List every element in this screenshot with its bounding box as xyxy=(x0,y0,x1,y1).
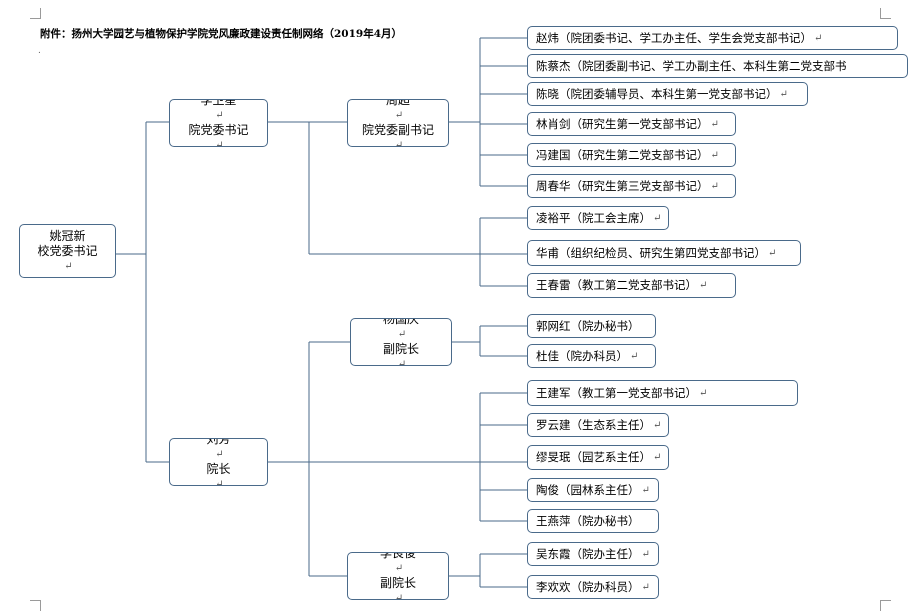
list-item: 郭网红（院办秘书） xyxy=(527,314,656,338)
dean-role: 院长 xyxy=(206,462,231,476)
return-mark: ↵ xyxy=(394,140,404,147)
item-text: 王建军（教工第一党支部书记） xyxy=(536,385,697,400)
list-item: 冯建国（研究生第二党支部书记）↵ xyxy=(527,143,736,167)
item-text: 吴东霞（院办主任） xyxy=(536,546,640,561)
return-mark: ↵ xyxy=(64,260,73,272)
page-corner-mark xyxy=(30,600,41,611)
item-text: 陶俊（园林系主任） xyxy=(536,482,640,497)
item-text: 杜佳（院办科员） xyxy=(536,348,628,363)
return-mark: ↵ xyxy=(653,419,662,431)
item-text: 陈晓（院团委辅导员、本科生第一党支部书记） xyxy=(536,86,778,101)
list-item: 缪旻珉（园艺系主任）↵ xyxy=(527,445,669,470)
deputy-name: 周超 xyxy=(385,99,410,107)
item-text: 罗云建（生态系主任） xyxy=(536,417,651,432)
return-mark: ↵ xyxy=(215,449,224,460)
page-corner-mark xyxy=(30,8,41,19)
page-corner-mark xyxy=(880,8,891,19)
item-text: 王燕萍（院办秘书） xyxy=(536,513,640,528)
list-item: 杜佳（院办科员）↵ xyxy=(527,344,656,368)
return-mark: ↵ xyxy=(710,118,719,130)
paragraph-mark: . xyxy=(38,46,41,56)
list-item: 陈蔡杰（院团委副书记、学工办副主任、本科生第二党支部书 xyxy=(527,54,908,78)
return-mark: ↵ xyxy=(699,280,708,291)
item-text: 冯建国（研究生第二党支部书记） xyxy=(536,147,709,162)
item-text: 华甫（组织纪检员、研究生第四党支部书记） xyxy=(536,245,766,260)
vice-dean-2-role: 副院长 xyxy=(379,576,416,590)
return-mark: ↵ xyxy=(768,247,777,259)
root-role: 校党委书记 xyxy=(37,243,98,258)
node-secretary: 李卫星 ↵ 院党委书记 ↵ xyxy=(169,99,268,147)
return-mark: ↵ xyxy=(394,563,404,574)
list-item: 李欢欢（院办科员）↵ xyxy=(527,575,659,599)
page-corner-mark xyxy=(880,600,891,611)
return-mark: ↵ xyxy=(710,180,719,192)
root-name: 姚冠新 xyxy=(49,228,86,243)
document-title: 附件：扬州大学园艺与植物保护学院党风廉政建设责任制网络（2019年4月） xyxy=(40,28,403,40)
item-text: 王春雷（教工第二党支部书记） xyxy=(536,278,697,292)
list-item: 林肖剑（研究生第一党支部书记）↵ xyxy=(527,112,736,136)
item-text: 凌裕平（院工会主席） xyxy=(536,210,651,225)
return-mark: ↵ xyxy=(653,212,662,224)
return-mark: ↵ xyxy=(699,387,708,399)
return-mark: ↵ xyxy=(215,110,224,121)
item-text: 李欢欢（院办科员） xyxy=(536,579,640,594)
list-item: 罗云建（生态系主任）↵ xyxy=(527,413,669,437)
node-vice-dean-1: 杨国庆 ↵ 副院长 ↵ xyxy=(350,318,452,366)
list-item: 凌裕平（院工会主席）↵ xyxy=(527,206,669,230)
item-text: 郭网红（院办秘书） xyxy=(536,318,640,333)
item-text: 赵炜（院团委书记、学工办主任、学生会党支部书记） xyxy=(536,30,812,45)
vice-dean-1-role: 副院长 xyxy=(382,342,419,356)
return-mark: ↵ xyxy=(397,359,407,366)
vice-dean-2-name: 李良俊 xyxy=(379,552,416,560)
secretary-role: 院党委书记 xyxy=(188,123,249,137)
item-text: 缪旻珉（园艺系主任） xyxy=(536,450,651,464)
list-item: 吴东霞（院办主任）↵ xyxy=(527,542,659,566)
return-mark: ↵ xyxy=(710,149,719,161)
return-mark: ↵ xyxy=(630,350,639,362)
node-vice-dean-2: 李良俊 ↵ 副院长 ↵ xyxy=(347,552,449,600)
return-mark: ↵ xyxy=(641,484,650,496)
secretary-name: 李卫星 xyxy=(200,99,237,107)
deputy-role: 院党委副书记 xyxy=(361,123,434,137)
return-mark: ↵ xyxy=(779,88,788,100)
return-mark: ↵ xyxy=(394,110,404,121)
item-text: 林肖剑（研究生第一党支部书记） xyxy=(536,116,709,131)
return-mark: ↵ xyxy=(814,32,823,44)
return-mark: ↵ xyxy=(653,452,662,463)
return-mark: ↵ xyxy=(215,140,224,147)
node-deputy-secretary: 周超 ↵ 院党委副书记 ↵ xyxy=(347,99,449,147)
vice-dean-1-name: 杨国庆 xyxy=(382,318,419,326)
list-item: 陶俊（园林系主任）↵ xyxy=(527,478,659,502)
list-item: 周春华（研究生第三党支部书记）↵ xyxy=(527,174,736,198)
list-item: 陈晓（院团委辅导员、本科生第一党支部书记）↵ xyxy=(527,82,808,106)
node-root: 姚冠新 校党委书记 ↵ xyxy=(19,224,116,278)
return-mark: ↵ xyxy=(641,581,650,593)
dean-name: 刘芳 xyxy=(206,438,231,446)
list-item: 王建军（教工第一党支部书记）↵ xyxy=(527,380,798,406)
list-item: 华甫（组织纪检员、研究生第四党支部书记）↵ xyxy=(527,240,801,266)
return-mark: ↵ xyxy=(394,593,404,600)
return-mark: ↵ xyxy=(397,329,407,340)
list-item: 王春雷（教工第二党支部书记）↵ xyxy=(527,273,736,298)
list-item: 赵炜（院团委书记、学工办主任、学生会党支部书记）↵ xyxy=(527,26,898,50)
node-dean: 刘芳 ↵ 院长 ↵ xyxy=(169,438,268,486)
return-mark: ↵ xyxy=(215,479,224,486)
list-item: 王燕萍（院办秘书） xyxy=(527,509,659,533)
return-mark: ↵ xyxy=(641,548,650,560)
item-text: 周春华（研究生第三党支部书记） xyxy=(536,178,709,193)
item-text: 陈蔡杰（院团委副书记、学工办副主任、本科生第二党支部书 xyxy=(536,58,847,73)
